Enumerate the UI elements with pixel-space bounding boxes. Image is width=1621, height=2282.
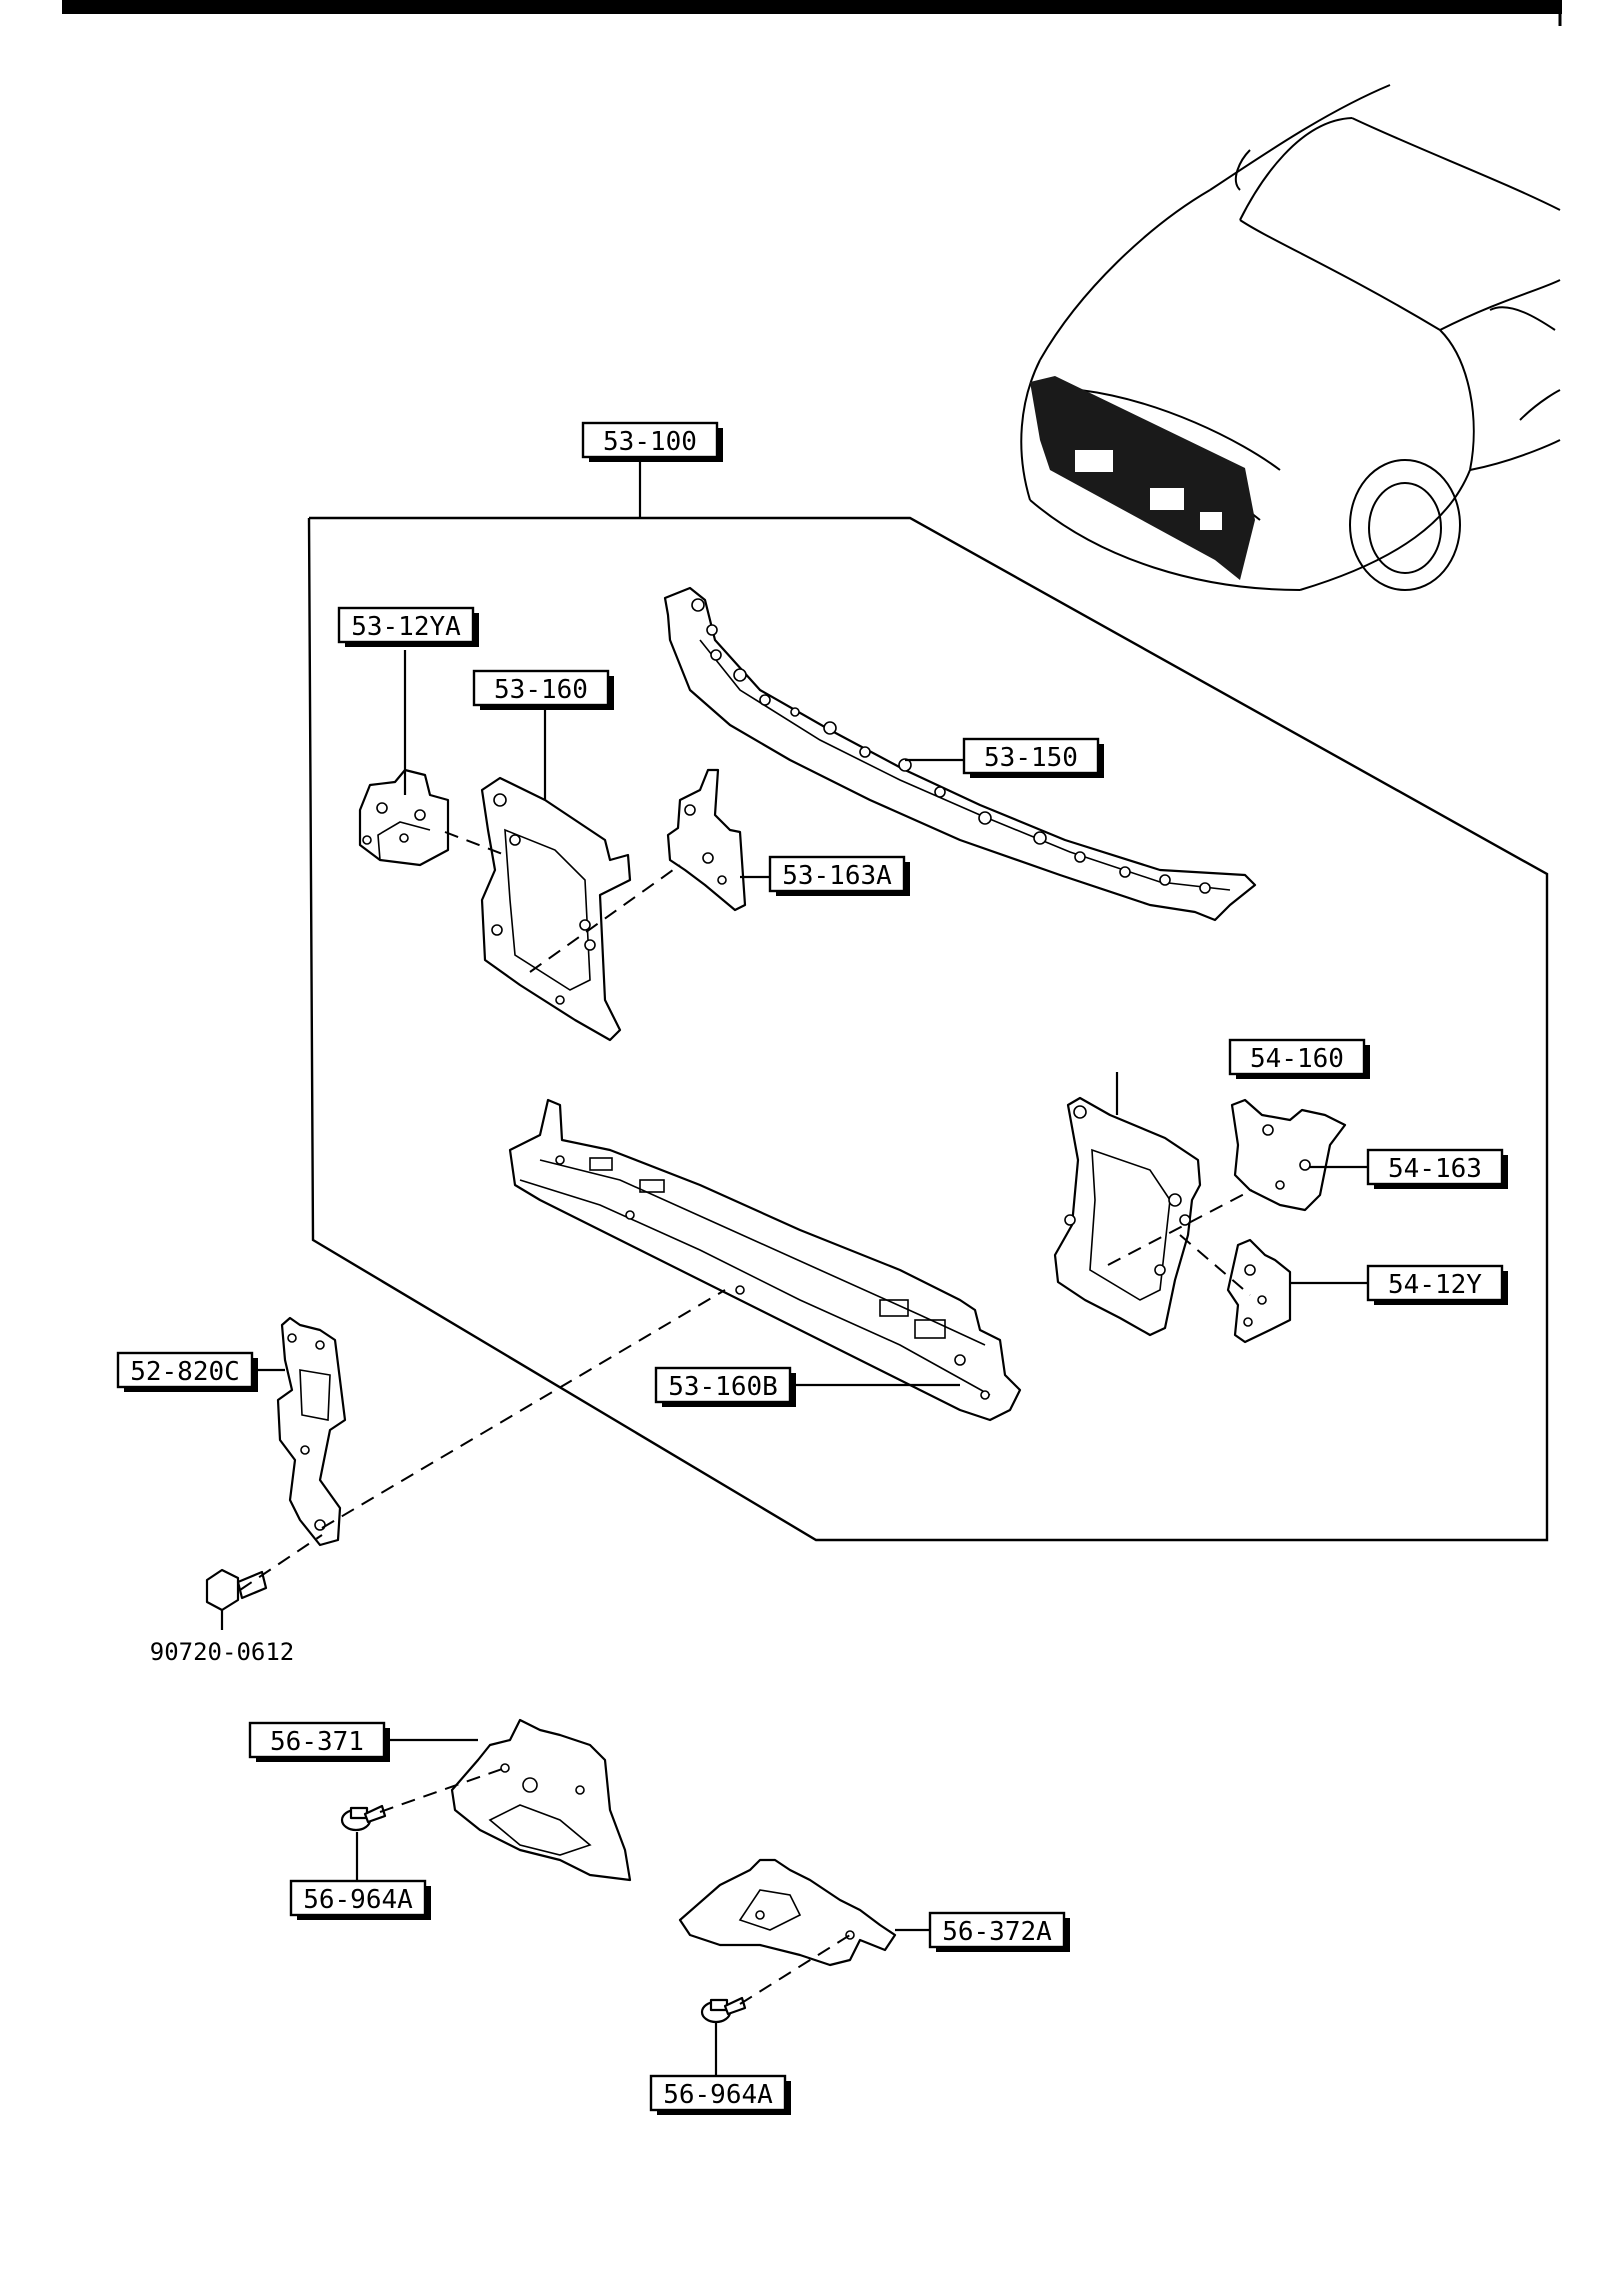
part-54-160[interactable]	[1053, 1096, 1202, 1337]
part-53-160[interactable]	[480, 776, 632, 1042]
callout-56-371[interactable]: 56-371	[248, 1721, 390, 1762]
label-56-964a-lower: 56-964A	[663, 2080, 773, 2110]
part-54-163[interactable]	[1230, 1098, 1347, 1212]
vehicle-illustration	[1020, 84, 1561, 591]
callout-90720-0612[interactable]: 90720-0612	[150, 1638, 295, 1666]
callout-53-163a[interactable]: 53-163A	[768, 855, 910, 896]
bolt-icon[interactable]	[205, 1568, 268, 1612]
part-53-160b[interactable]	[508, 1098, 1022, 1422]
label-56-371: 56-371	[270, 1727, 364, 1757]
callout-53-160[interactable]: 53-160	[472, 669, 614, 710]
callout-53-12ya[interactable]: 53-12YA	[337, 606, 479, 647]
callout-53-150[interactable]: 53-150	[962, 737, 1104, 778]
label-56-964a-upper: 56-964A	[303, 1885, 413, 1915]
callout-54-163[interactable]: 54-163	[1366, 1148, 1508, 1189]
leader-lines	[220, 650, 1368, 2075]
alignment-lines	[239, 831, 1253, 2005]
label-53-160: 53-160	[494, 675, 588, 705]
callout-54-12y[interactable]: 54-12Y	[1366, 1264, 1508, 1305]
part-56-371[interactable]	[450, 1718, 632, 1882]
callout-52-820c[interactable]: 52-820C	[116, 1351, 258, 1392]
label-54-160: 54-160	[1250, 1044, 1344, 1074]
callout-56-964a-lower[interactable]: 56-964A	[649, 2074, 791, 2115]
clip-icon[interactable]	[700, 1996, 747, 2024]
label-53-163a: 53-163A	[782, 861, 892, 891]
label-54-12y: 54-12Y	[1388, 1270, 1482, 1300]
label-53-150: 53-150	[984, 743, 1078, 773]
part-53-163a[interactable]	[666, 768, 747, 912]
part-53-150[interactable]	[663, 586, 1257, 922]
label-52-820c: 52-820C	[130, 1357, 240, 1387]
label-53-100: 53-100	[603, 427, 697, 457]
part-56-372a[interactable]	[678, 1858, 897, 1967]
callout-53-160b[interactable]: 53-160B	[654, 1366, 796, 1407]
callout-54-160[interactable]: 54-160	[1228, 1038, 1370, 1079]
callout-53-100[interactable]: 53-100	[581, 421, 723, 462]
label-53-12ya: 53-12YA	[351, 612, 461, 642]
part-53-12ya[interactable]	[358, 768, 450, 867]
assembly-frame	[307, 516, 1549, 1542]
label-54-163: 54-163	[1388, 1154, 1482, 1184]
callout-56-964a-upper[interactable]: 56-964A	[289, 1879, 431, 1920]
header-rule	[62, 0, 1562, 14]
part-54-12y[interactable]	[1226, 1238, 1292, 1344]
vehicle-highlight-support	[1030, 376, 1255, 580]
callout-56-372a[interactable]: 56-372A	[928, 1911, 1070, 1952]
part-52-820c[interactable]	[276, 1316, 347, 1547]
label-53-160b: 53-160B	[668, 1372, 778, 1402]
label-90720-0612: 90720-0612	[150, 1638, 295, 1666]
clip-icon[interactable]	[340, 1804, 387, 1832]
label-56-372a: 56-372A	[942, 1917, 1052, 1947]
